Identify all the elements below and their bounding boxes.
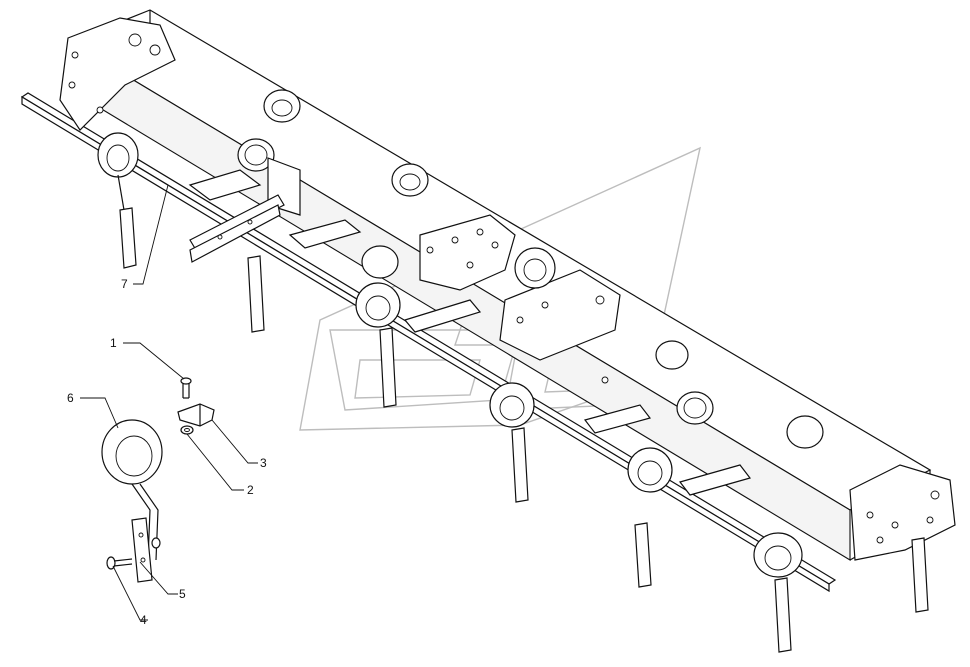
tine-d bbox=[247, 245, 399, 333]
frame-spring-tines bbox=[97, 89, 929, 653]
left-end-plate bbox=[59, 17, 176, 131]
exploded-clamp-3 bbox=[177, 403, 215, 427]
tine-h bbox=[655, 340, 689, 370]
tine-j bbox=[786, 415, 824, 449]
tine-l bbox=[911, 537, 929, 613]
right-end-plate bbox=[849, 464, 956, 561]
exploded-blade-5 bbox=[131, 517, 153, 583]
tine-i bbox=[627, 447, 673, 588]
callout-6: 6 bbox=[67, 391, 74, 405]
hitch-bracket-left bbox=[189, 138, 301, 263]
callout-1: 1 bbox=[110, 336, 117, 350]
callout-2: 2 bbox=[247, 483, 254, 497]
tine-k bbox=[753, 532, 803, 653]
callout-4: 4 bbox=[140, 613, 147, 627]
exploded-bolt-4 bbox=[106, 556, 133, 570]
exploded-nut-2 bbox=[180, 425, 194, 435]
exploded-nut-5b bbox=[151, 537, 161, 549]
exploded-spring-tine-6 bbox=[101, 419, 163, 561]
callout-labels: 1 2 3 4 5 6 7 bbox=[67, 277, 267, 627]
tine-g bbox=[489, 382, 535, 503]
tine-b bbox=[263, 89, 301, 123]
tine-f bbox=[514, 247, 556, 289]
tine-a bbox=[97, 132, 139, 269]
exploded-bolt-1 bbox=[180, 377, 192, 399]
leader-lines bbox=[80, 184, 258, 621]
callout-7: 7 bbox=[121, 277, 128, 291]
tine-e bbox=[355, 282, 401, 408]
tine-c bbox=[391, 163, 429, 197]
cross-struts bbox=[188, 169, 752, 496]
hitch-bracket-right bbox=[676, 391, 714, 425]
main-box-frame bbox=[68, 9, 932, 561]
callout-5: 5 bbox=[179, 587, 186, 601]
callout-3: 3 bbox=[260, 456, 267, 470]
middle-end-plate bbox=[419, 214, 516, 291]
second-frame-plate bbox=[499, 269, 621, 384]
